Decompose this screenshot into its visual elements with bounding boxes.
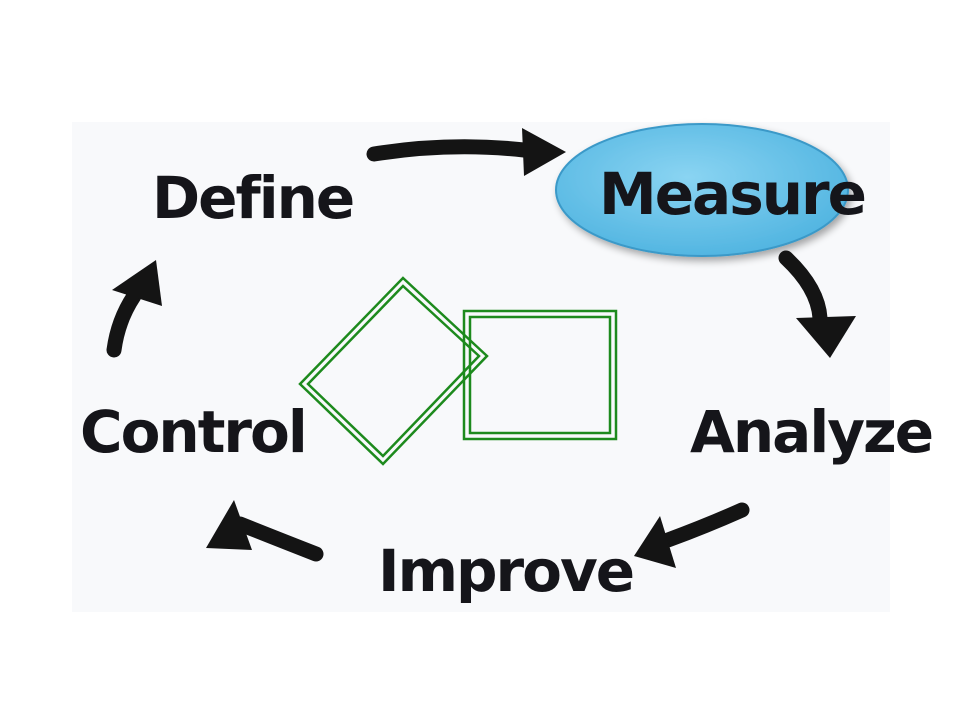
stage-improve: Improve xyxy=(378,537,633,605)
stage-control: Control xyxy=(80,398,306,466)
arrow-define-to-measure xyxy=(366,128,566,176)
measure-highlight-ellipse xyxy=(555,123,849,257)
green-square-shape xyxy=(462,309,618,441)
arrow-measure-to-analyze xyxy=(778,250,856,358)
arrow-improve-to-control xyxy=(206,500,324,562)
stage-analyze: Analyze xyxy=(690,398,932,466)
arrow-analyze-to-improve xyxy=(634,502,750,568)
arrow-control-to-define xyxy=(106,260,162,358)
stage-measure: Measure xyxy=(599,160,865,228)
green-diamond-shape xyxy=(298,276,489,466)
stage-define: Define xyxy=(152,164,353,232)
